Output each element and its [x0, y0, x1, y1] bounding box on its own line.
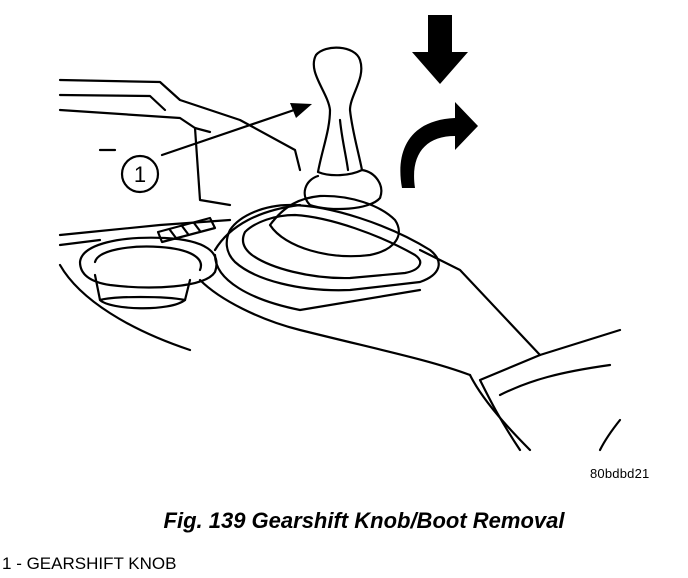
cup-holder: [78, 236, 218, 310]
down-arrow-icon: [412, 15, 468, 84]
legend-separator: -: [11, 554, 27, 573]
legend-label: GEARSHIFT KNOB: [26, 554, 177, 573]
legend-number: 1: [2, 554, 12, 573]
callout-leader: [160, 106, 302, 157]
legend-item: 1 - GEARSHIFT KNOB: [2, 554, 176, 574]
shift-boot: [225, 168, 440, 292]
callout-circle-icon: 1: [120, 154, 160, 194]
figure-caption: Fig. 139 Gearshift Knob/Boot Removal: [163, 508, 565, 533]
dashboard: [58, 78, 302, 247]
leader-arrowhead: [290, 103, 312, 118]
gearshift-illustration: 1: [58, 15, 622, 452]
callout-number: 1: [134, 162, 146, 187]
gearshift-knob: [312, 46, 364, 177]
switch-panel: [156, 216, 217, 244]
drawing-code: 80bdbd21: [590, 466, 650, 481]
curved-arrow-icon: [400, 102, 478, 188]
center-console: [58, 203, 622, 452]
legend: 1 - GEARSHIFT KNOB: [2, 554, 176, 574]
